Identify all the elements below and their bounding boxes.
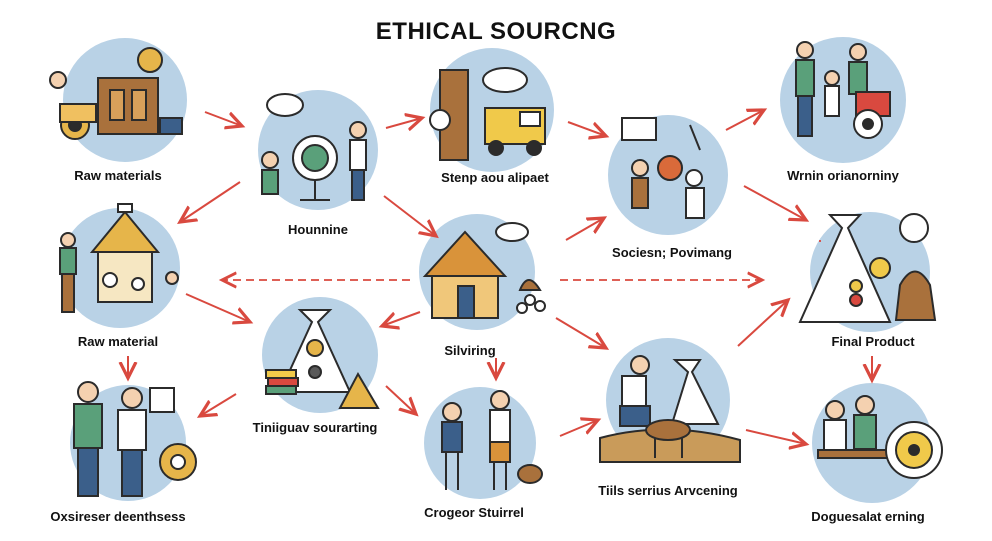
arrow-2	[385, 118, 422, 128]
label-hounnine: Hounnine	[288, 222, 348, 237]
arrow-15	[555, 317, 606, 348]
label-silviring: Silviring	[444, 343, 496, 358]
inspection-icon	[621, 117, 705, 219]
farmer-animal-icon	[599, 355, 741, 463]
hut-icon	[59, 203, 179, 313]
arrow-1	[204, 111, 242, 126]
label-sociesn: Sociesn; Povimang	[612, 245, 732, 260]
label-raw-materials: Raw materials	[74, 168, 162, 183]
children-icon	[441, 390, 543, 490]
people-gear-icon	[73, 381, 197, 497]
arrow-17	[737, 300, 788, 347]
arrow-4	[725, 110, 764, 131]
arrow-12	[200, 393, 237, 416]
label-crogeor: Crogeor Stuirrel	[424, 505, 524, 520]
arrow-11	[382, 311, 421, 326]
arrow-5	[743, 185, 806, 220]
arrow-7	[383, 195, 436, 236]
label-doguesalat: Doguesalat erning	[811, 509, 925, 524]
arrow-13	[385, 385, 416, 414]
flow-arrows	[128, 110, 872, 444]
diagram-title: ETHICAL SOURCNG	[375, 18, 617, 45]
family-tractor-icon	[795, 41, 891, 139]
truck-icon	[429, 67, 546, 161]
label-tiils: Tiils serrius Arvcening	[598, 483, 738, 498]
label-stenp: Stenp aou alipaet	[441, 170, 549, 185]
arrow-3	[567, 121, 606, 136]
arrow-6	[180, 181, 241, 222]
dashed-arrows	[222, 240, 821, 280]
arrow-8	[565, 218, 604, 241]
money-bag-icon	[798, 213, 937, 323]
arrow-16	[559, 420, 598, 437]
sack-books-icon	[265, 309, 380, 409]
factory-icon	[49, 47, 183, 140]
meeting-icon	[817, 395, 943, 479]
label-raw-material: Raw material	[77, 334, 159, 349]
label-wrnin: Wrnin orianorniny	[787, 168, 899, 183]
house-icon	[422, 222, 546, 319]
label-oxsireser: Oxsireser deenthsess	[50, 509, 186, 524]
label-tiniigua: Tiniiguav sourarting	[252, 420, 378, 435]
arrow-10	[185, 293, 250, 322]
node-circle-crogeor	[424, 387, 536, 499]
label-final-product: Final Product	[831, 334, 915, 349]
arrow-19	[745, 429, 806, 444]
globe-icon	[261, 93, 367, 201]
